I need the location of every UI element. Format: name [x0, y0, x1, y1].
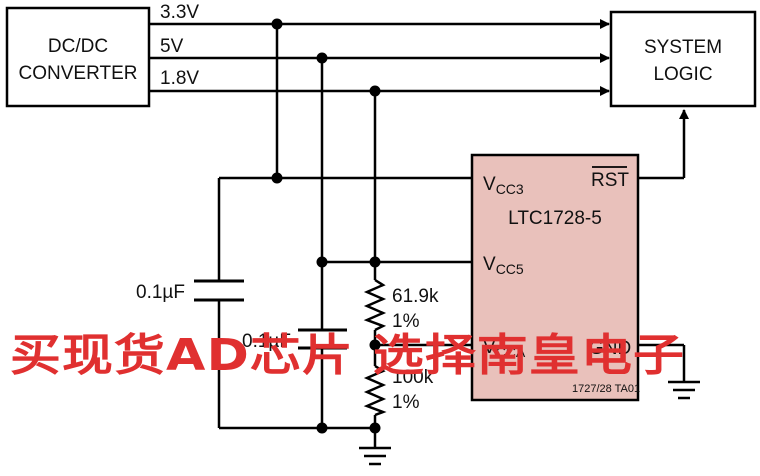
rail-3v3-label: 3.3V [160, 2, 199, 23]
capacitor-c2-value: 0.1µF [242, 331, 291, 352]
resistor-r2-tolerance: 1% [392, 392, 420, 413]
ic-body [470, 153, 640, 402]
wiring [217, 24, 689, 448]
resistor-r1 [363, 278, 387, 332]
ground-symbol-divider [359, 446, 391, 466]
resistor-r1-value: 61.9k [392, 286, 439, 307]
pin-vcca-label: VCCA [483, 337, 526, 360]
rail-1v8-label: 1.8V [160, 68, 199, 89]
system-logic-block: SYSTEM LOGIC [609, 10, 757, 108]
dcdc-converter-block: DC/DC CONVERTER [5, 6, 151, 108]
watermark-text: 买现货AD芯片 选择南皇电子 [10, 330, 685, 381]
capacitor-c1 [194, 279, 244, 302]
resistor-r1-tolerance: 1% [392, 311, 420, 332]
pin-vcc5-label: VCC5 [483, 254, 524, 277]
resistor-r2-value: 100k [392, 367, 434, 388]
pin-vcc3-label: VCC3 [483, 174, 524, 197]
capacitor-c1-value: 0.1µF [136, 282, 185, 303]
converter-label-line1: DC/DC [48, 36, 108, 57]
ground-symbol-ic [668, 380, 700, 400]
supply-rails [149, 19, 610, 96]
converter-label-line2: CONVERTER [19, 63, 138, 84]
ltc1728-ic-block: LTC1728-5 VCC3 VCC5 VCCA RST GND [470, 153, 640, 402]
rail-5v-label: 5V [160, 36, 184, 57]
system-logic-label-line1: SYSTEM [644, 37, 722, 58]
ic-part-number: LTC1728-5 [508, 208, 602, 229]
figure-id: 1727/28 TA01 [572, 383, 640, 395]
capacitor-c2 [298, 328, 347, 350]
pin-gnd-label: GND [589, 338, 631, 359]
pin-rst-label: RST [591, 170, 629, 191]
resistor-r2 [363, 364, 387, 417]
junction-dots [271, 18, 381, 434]
system-logic-label-line2: LOGIC [653, 64, 712, 85]
